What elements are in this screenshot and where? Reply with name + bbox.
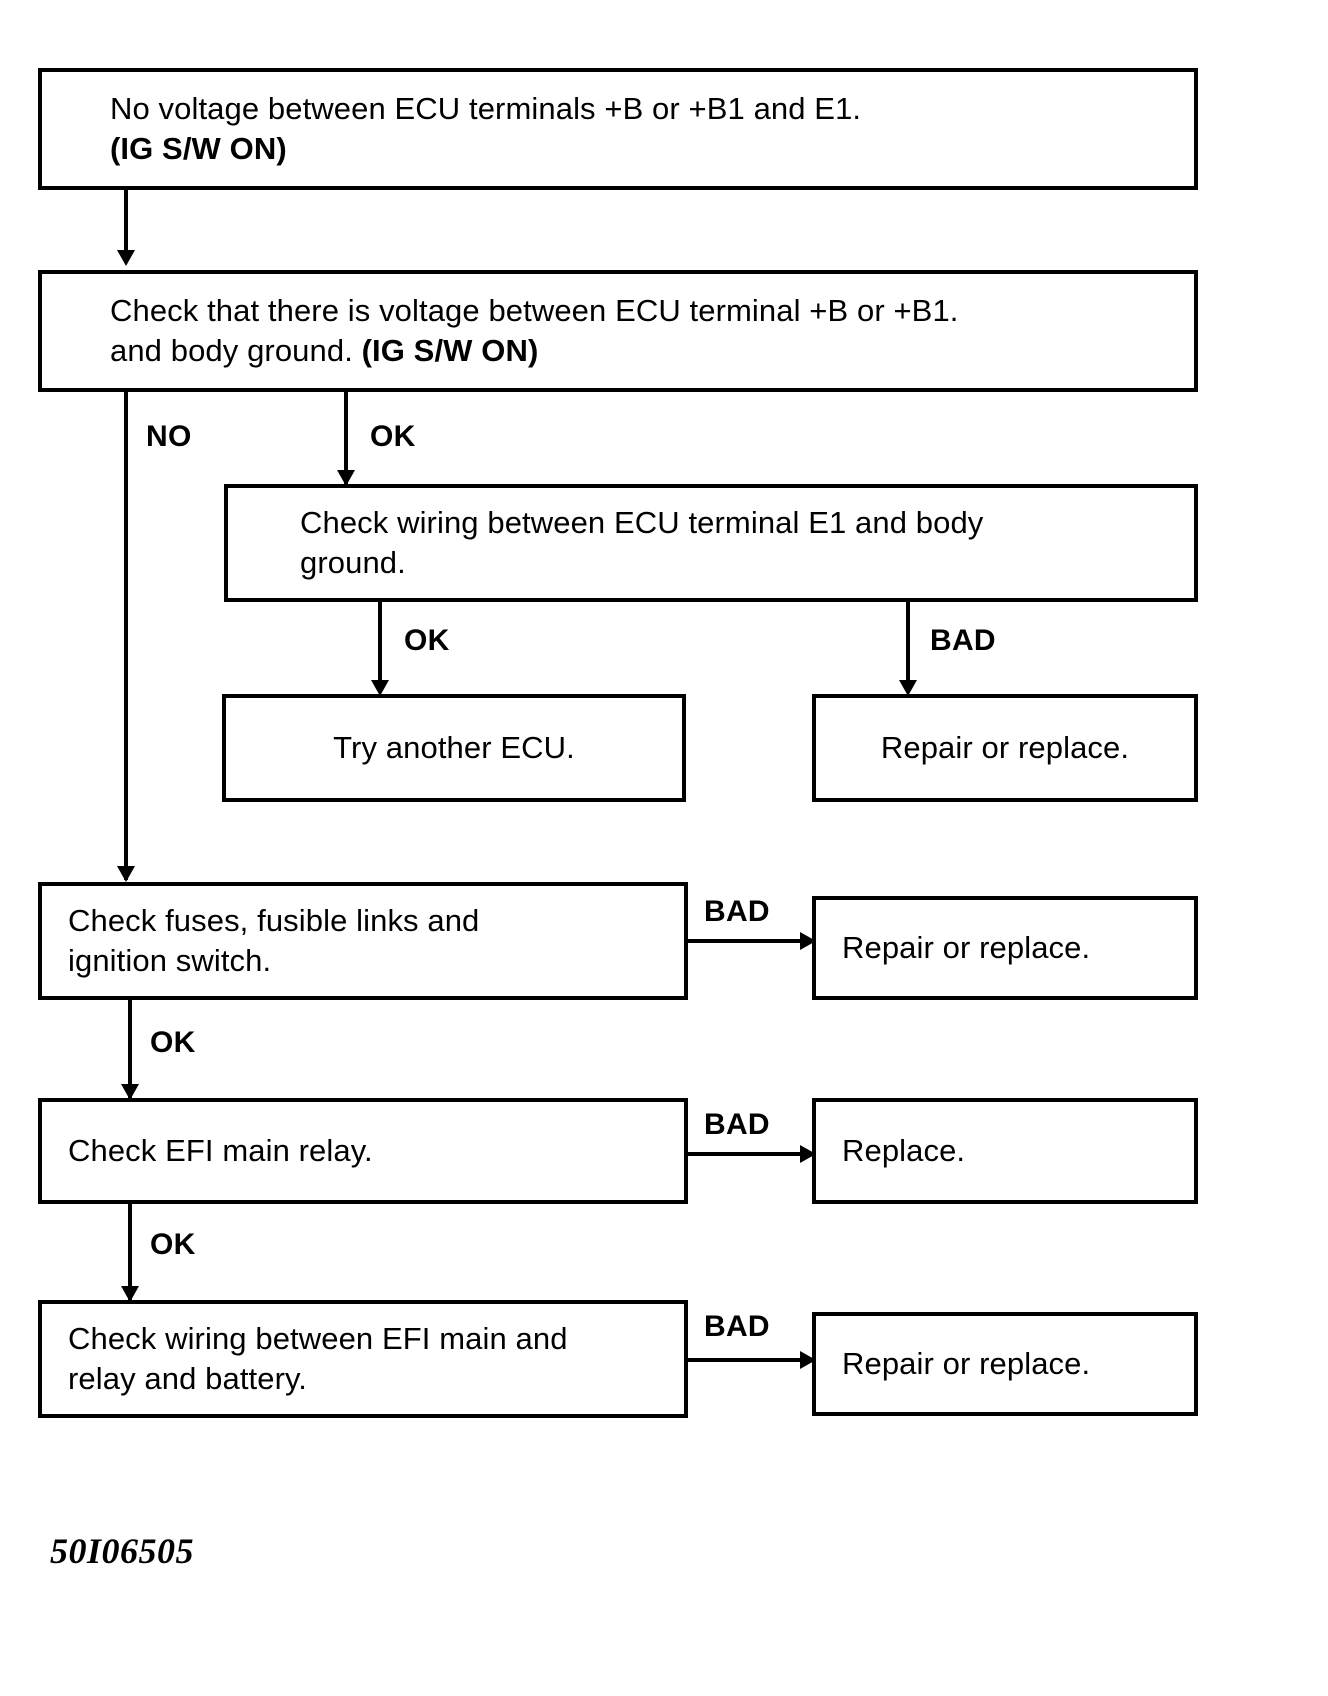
node-check-wiring-e1-line2: ground.	[300, 545, 406, 580]
arrowhead-ok1	[337, 470, 355, 486]
connector-ok4	[128, 1204, 132, 1300]
edge-label-no: NO	[146, 420, 192, 453]
edge-label-bad4: BAD	[704, 1310, 770, 1343]
arrowhead-n1-n2	[117, 250, 135, 266]
arrowhead-ok3	[121, 1084, 139, 1100]
node-repair-or-replace-1: Repair or replace.	[812, 694, 1198, 802]
node-repair-or-replace-1-label: Repair or replace.	[880, 729, 1130, 765]
node-check-wiring-e1-line1: Check wiring between ECU terminal E1 and…	[300, 504, 984, 540]
connector-no-branch	[124, 392, 128, 880]
node-no-voltage: No voltage between ECU terminals +B or +…	[38, 68, 1198, 190]
edge-label-ok1: OK	[370, 420, 416, 453]
connector-bad4	[688, 1358, 814, 1362]
node-replace: Replace.	[812, 1098, 1198, 1204]
connector-bad2	[688, 939, 814, 943]
node-repair-or-replace-3: Repair or replace.	[812, 1312, 1198, 1416]
connector-n1-n2	[124, 190, 128, 252]
node-check-fuses-line1: Check fuses, fusible links and	[68, 902, 480, 938]
node-check-fuses: Check fuses, fusible links and ignition …	[38, 882, 688, 1000]
connector-bad1	[906, 602, 910, 692]
node-check-voltage-line1: Check that there is voltage between ECU …	[110, 292, 959, 328]
node-check-fuses-line2: ignition switch.	[68, 943, 272, 978]
node-check-wiring-e1: Check wiring between ECU terminal E1 and…	[224, 484, 1198, 602]
node-no-voltage-line2: (IG S/W ON)	[110, 131, 287, 166]
node-repair-or-replace-2-label: Repair or replace.	[842, 929, 1091, 965]
figure-caption: 50I06505	[50, 1531, 195, 1571]
node-check-wiring-efi-battery: Check wiring between EFI main and relay …	[38, 1300, 688, 1418]
node-try-another-ecu: Try another ECU.	[222, 694, 686, 802]
node-check-wiring-efi-battery-line2: relay and battery.	[68, 1361, 308, 1396]
edge-label-ok4: OK	[150, 1228, 196, 1261]
arrowhead-bad1	[899, 680, 917, 696]
node-repair-or-replace-3-label: Repair or replace.	[842, 1345, 1091, 1381]
node-repair-or-replace-2: Repair or replace.	[812, 896, 1198, 1000]
node-check-voltage-body-ground: Check that there is voltage between ECU …	[38, 270, 1198, 392]
node-check-efi-main-relay: Check EFI main relay.	[38, 1098, 688, 1204]
arrowhead-ok4	[121, 1286, 139, 1302]
edge-label-ok3: OK	[150, 1026, 196, 1059]
node-check-voltage-line2b: (IG S/W ON)	[361, 333, 539, 368]
node-check-efi-main-relay-label: Check EFI main relay.	[68, 1132, 373, 1168]
node-check-wiring-efi-battery-line1: Check wiring between EFI main and	[68, 1320, 568, 1356]
arrowhead-ok2	[371, 680, 389, 696]
edge-label-bad2: BAD	[704, 895, 770, 928]
edge-label-ok2: OK	[404, 624, 450, 657]
arrowhead-no-branch	[117, 866, 135, 882]
connector-ok2	[378, 602, 382, 692]
connector-bad3	[688, 1152, 814, 1156]
edge-label-bad3: BAD	[704, 1108, 770, 1141]
connector-ok3	[128, 1000, 132, 1098]
node-check-voltage-line2a: and body ground.	[110, 333, 362, 368]
node-replace-label: Replace.	[842, 1132, 966, 1168]
node-check-voltage-line2: and body ground. (IG S/W ON)	[42, 331, 1194, 371]
connector-ok1	[344, 392, 348, 484]
edge-label-bad1: BAD	[930, 624, 996, 657]
node-no-voltage-line1: No voltage between ECU terminals +B or +…	[110, 90, 862, 126]
node-try-another-ecu-label: Try another ECU.	[333, 729, 575, 765]
